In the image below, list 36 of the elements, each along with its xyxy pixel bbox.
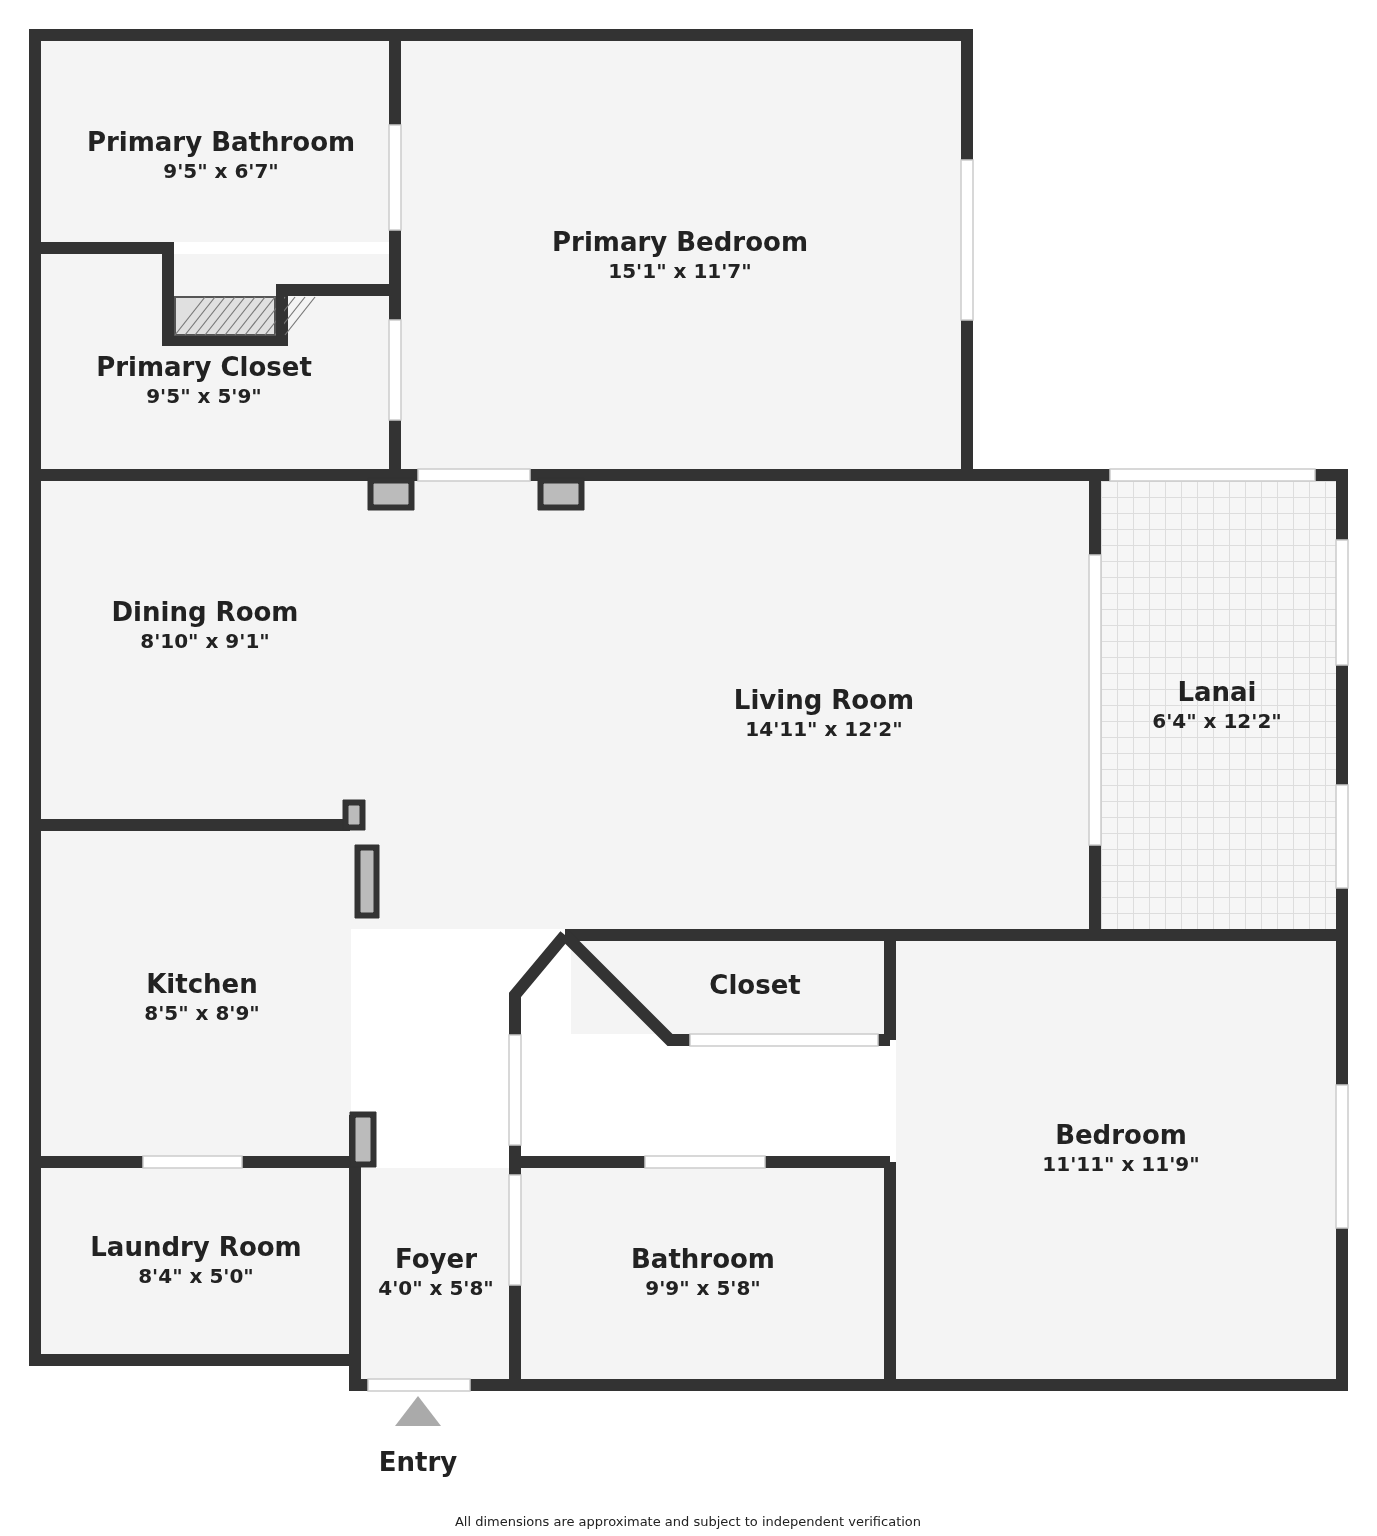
room-name: Closet	[709, 970, 801, 1000]
disclaimer-note: All dimensions are approximate and subject to independent verification	[454, 1513, 922, 1529]
room-dimensions: 14'11" x 12'2"	[744, 717, 904, 741]
room-dimensions: 15'1" x 11'7"	[607, 259, 753, 283]
room-dimensions: 8'5" x 8'9"	[144, 1001, 260, 1025]
room-floor	[896, 941, 1336, 1379]
room-name: Bathroom	[631, 1244, 775, 1274]
room-floor	[571, 941, 884, 1034]
room-floor	[41, 1168, 349, 1354]
room-floor	[41, 831, 351, 1156]
room-dimensions: 6'4" x 12'2"	[1152, 709, 1282, 733]
room-name: Primary Bathroom	[86, 127, 356, 157]
room-name: Primary Closet	[96, 352, 312, 382]
room-name: Bedroom	[1054, 1120, 1188, 1150]
room-dimensions: 8'10" x 9'1"	[139, 629, 271, 653]
room-dimensions: 9'5" x 5'9"	[145, 384, 263, 408]
entry-label: Entry	[378, 1447, 458, 1477]
room-dimensions: 9'5" x 6'7"	[162, 159, 280, 183]
room-name: Primary Bedroom	[552, 227, 808, 257]
room-floor	[41, 481, 351, 819]
room-floor	[401, 41, 961, 469]
room-name: Lanai	[1176, 677, 1258, 707]
room-name: Dining Room	[111, 597, 299, 627]
room-name: Laundry Room	[90, 1232, 302, 1262]
room-dimensions: 8'4" x 5'0"	[137, 1264, 255, 1288]
room-floor	[521, 1168, 884, 1379]
room-name: Foyer	[394, 1244, 478, 1274]
tiled-floor-area	[1101, 481, 1336, 929]
room-floor	[361, 1168, 509, 1379]
room-dimensions: 4'0" x 5'8"	[378, 1276, 494, 1300]
room-name: Living Room	[733, 685, 915, 715]
room-floor	[41, 41, 389, 242]
room-dimensions: 11'11" x 11'9"	[1042, 1152, 1200, 1176]
room-dimensions: 9'9" x 5'8"	[644, 1276, 762, 1300]
room-floor	[351, 481, 1089, 929]
room-name: Kitchen	[145, 969, 259, 999]
